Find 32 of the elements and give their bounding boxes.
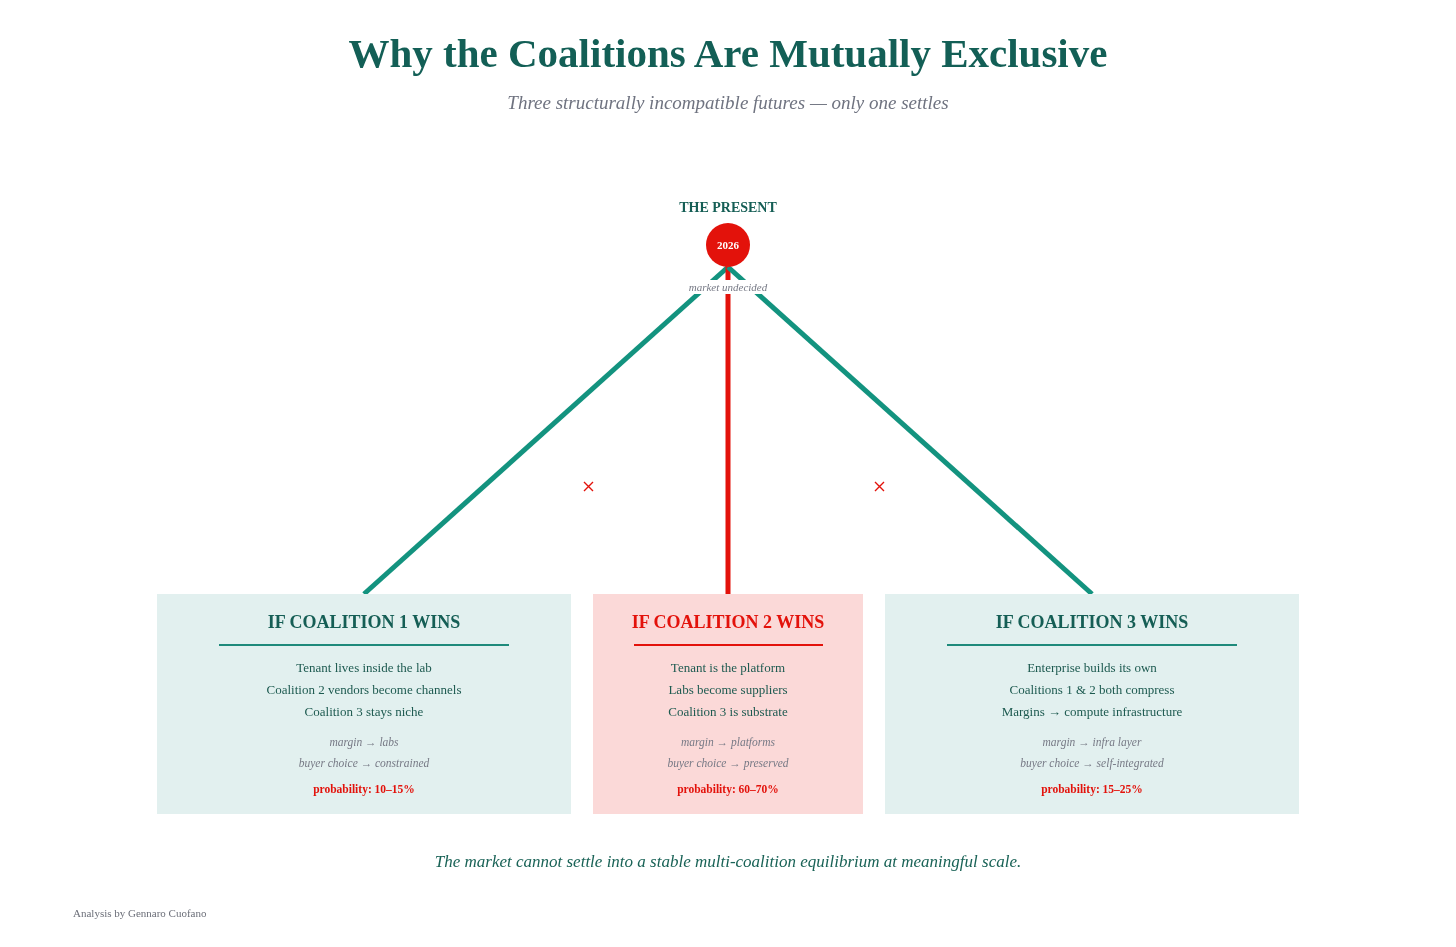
scenario-card [157,594,571,814]
year-circle: 2026 [706,223,750,267]
card-text: Tenant lives inside the lab [296,659,432,677]
card-note: margin → infra layer [1042,735,1142,751]
card-text: Coalitions 1 & 2 both compress [1009,681,1175,699]
card-note: margin → labs [329,735,399,751]
scenario-card [593,594,863,814]
card-text: Margins → compute infrastructure [1001,703,1183,721]
card-note: buyer choice → preserved [667,756,789,772]
card-text: Coalition 2 vendors become channels [266,681,462,699]
credit-text: Analysis by Gennaro Cuofano [73,906,207,920]
card-heading: IF COALITION 3 WINS [995,611,1189,633]
subtitle: Three structurally incompatible futures — only one settles [507,91,949,115]
card-note: margin → platforms [680,735,776,751]
caption: The market cannot settle into a stable multi-coalition equilibrium at meaningful scale. [434,851,1022,873]
probability-text: probability: 10–15% [313,782,415,798]
diagram-title: Why the Coalitions Are Mutually Exclusive [347,29,1109,77]
card-text: Tenant is the platform [670,659,786,677]
card-note: buyer choice → constrained [298,756,430,772]
card-note: buyer choice → self-integrated [1020,756,1164,772]
card-text: Coalition 3 is substrate [668,703,788,721]
card-heading: IF COALITION 1 WINS [267,611,461,633]
card-text: Coalition 3 stays niche [304,703,424,721]
probability-text: probability: 60–70% [677,782,779,798]
card-heading: IF COALITION 2 WINS [631,611,825,633]
connector-line [726,265,1094,596]
node-heading: THE PRESENT [679,199,777,217]
connector-line [725,267,731,594]
scenario-card [885,594,1299,814]
probability-text: probability: 15–25% [1041,782,1143,798]
card-text: Labs become suppliers [668,681,788,699]
card-text: Enterprise builds its own [1027,659,1157,677]
